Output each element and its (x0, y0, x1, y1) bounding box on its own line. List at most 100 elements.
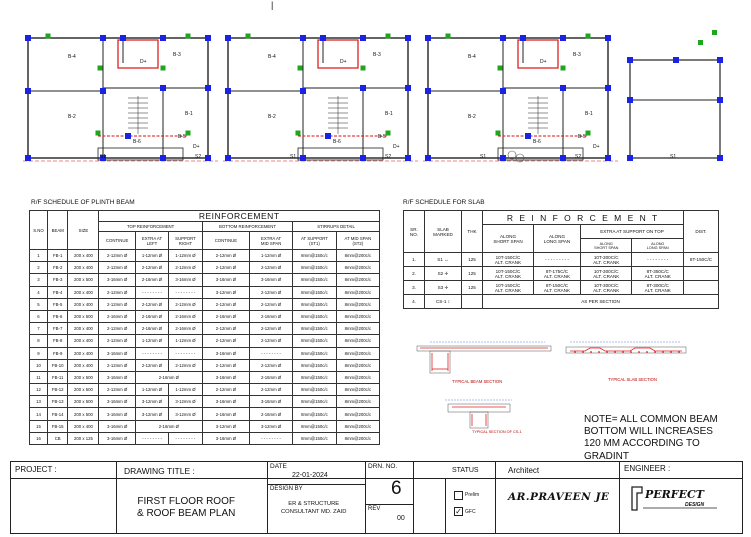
room-tag: B-4 (468, 54, 476, 60)
table-cell: FB-15 (46, 419, 69, 433)
table-cell: FB-8 (46, 334, 69, 348)
table-cell: 2-12mm Ø (98, 248, 136, 263)
table-cell: 2-12mm Ø (98, 358, 136, 372)
table-cell: 200 x 500 (67, 395, 100, 409)
table-cell: 2-12mm Ø (249, 261, 294, 275)
table-cell: 2-12mm Ø (168, 261, 203, 275)
table-cell: 2-12mm Ø (98, 334, 136, 348)
table-cell: 3-16mm Ø (98, 346, 136, 360)
date-label: DATE (270, 463, 287, 470)
table-cell: 2-12mm Ø (134, 358, 170, 372)
room-tag: B-4 (268, 54, 276, 60)
room-tag: B-3 (173, 52, 181, 58)
table-cell: 2-12mm Ø (201, 248, 251, 263)
table-cell: FB-12 (46, 383, 69, 397)
perfect-design-logo: PERFECT DESIGN (629, 484, 721, 514)
table-cell: 2-12mm Ø (249, 285, 294, 299)
table-cell: 3. (403, 280, 425, 295)
prelim-checkbox[interactable] (454, 491, 463, 500)
rev-value: 00 (397, 515, 405, 522)
gfc-checkbox[interactable]: ✓ (454, 507, 463, 516)
col-dist: DIST. (683, 210, 719, 253)
table-cell: 1 (29, 248, 48, 263)
balcony-beam (517, 39, 559, 69)
table-cell: 200 x 500 (67, 370, 100, 385)
column-marker (500, 35, 506, 41)
table-cell: - - - - - - - - (249, 346, 294, 360)
table-cell: FB-7 (46, 322, 69, 336)
page-marker: | (271, 0, 274, 10)
table-cell: FB-11 (46, 370, 69, 385)
table-cell: 125 (461, 266, 483, 281)
table-cell: 3-16mm Ø (249, 273, 294, 287)
table-cell: 3-12mm Ø (249, 419, 294, 433)
table-cell: 3-16mm Ø (201, 273, 251, 287)
balcony-beam (117, 39, 159, 69)
table-cell: 200 x 400 (67, 334, 100, 348)
table-cell: 11 (29, 370, 48, 385)
room-tag: D+ (193, 144, 200, 150)
column-marker (300, 35, 306, 41)
table-cell: 2-16mm Ø (134, 419, 203, 433)
column-stub (385, 130, 391, 136)
table-cell: 8mm@200c/c (335, 346, 381, 360)
top-reinf-header: TOP REINFORCEMENT (98, 221, 203, 232)
column-marker (560, 155, 566, 161)
table-cell: 8mm@150c/c (292, 248, 337, 263)
title-block: PROJECT : DRAWING TITLE : FIRST FLOOR RO… (10, 461, 743, 534)
table-cell: 3-16mm Ø (98, 407, 136, 421)
table-cell: 8mm@150c/c (292, 285, 337, 299)
date-value: 22-01-2024 (292, 472, 328, 479)
table-cell: 2-16mm Ø (134, 370, 203, 385)
table-cell: - - - - - - - - (249, 431, 294, 446)
room-tag: B-5 (378, 134, 386, 140)
col-extra-support: EXTRA AT SUPPORT ON TOP (580, 224, 684, 239)
beam-schedule-title: R/F SCHEDULE OF PLINTH BEAM (31, 199, 135, 206)
column-marker (225, 88, 231, 94)
table-cell: S1 ↔ (424, 252, 462, 267)
column-marker (520, 35, 526, 41)
design-note: NOTE= ALL COMMON BEAM BOTTOM WILL INCREA… (584, 414, 718, 462)
col-continue-bottom: CONTINUE (201, 231, 251, 250)
table-cell: - - - - - - - - (168, 431, 203, 446)
table-cell: 8mm@200c/c (335, 334, 381, 348)
table-cell: FB-13 (46, 395, 69, 409)
table-cell: 2-16mm Ø (201, 407, 251, 421)
column-marker (160, 85, 166, 91)
room-tag: D+ (540, 59, 547, 65)
column-stub (560, 65, 566, 71)
table-cell: 200 x 400 (67, 285, 100, 299)
table-cell: 8mm@200c/c (335, 273, 381, 287)
table-cell: 14 (29, 407, 48, 421)
table-cell: CB (46, 431, 69, 446)
column-marker (425, 35, 431, 41)
beam-tag: S1 (290, 154, 296, 160)
cs-section-label: TYPICAL SECTION OF CS-1 (472, 430, 522, 434)
table-cell: FB-14 (46, 407, 69, 421)
table-cell: 3-16mm Ø (249, 395, 294, 409)
table-cell: 3-12mm Ø (168, 395, 203, 409)
table-cell: 3-16mm Ø (201, 395, 251, 409)
table-cell: 1. (403, 252, 425, 267)
table-cell: 9 (29, 346, 48, 360)
outer-wall (427, 37, 609, 159)
room-tag: B-4 (68, 54, 76, 60)
column-marker (25, 35, 31, 41)
table-cell: 3-16mm Ø (201, 346, 251, 360)
table-cell: 2-12mm Ø (201, 334, 251, 348)
table-cell: 3-12mm Ø (134, 407, 170, 421)
beam-tag: S2 (575, 154, 581, 160)
column-marker (405, 155, 411, 161)
column-marker (500, 155, 506, 161)
column-marker (125, 133, 131, 139)
table-cell: 200 x 500 (67, 383, 100, 397)
slab-schedule-title: R/F SCHEDULE FOR SLAB (403, 199, 485, 206)
drawing-title-label: DRAWING TITLE : (124, 466, 195, 476)
